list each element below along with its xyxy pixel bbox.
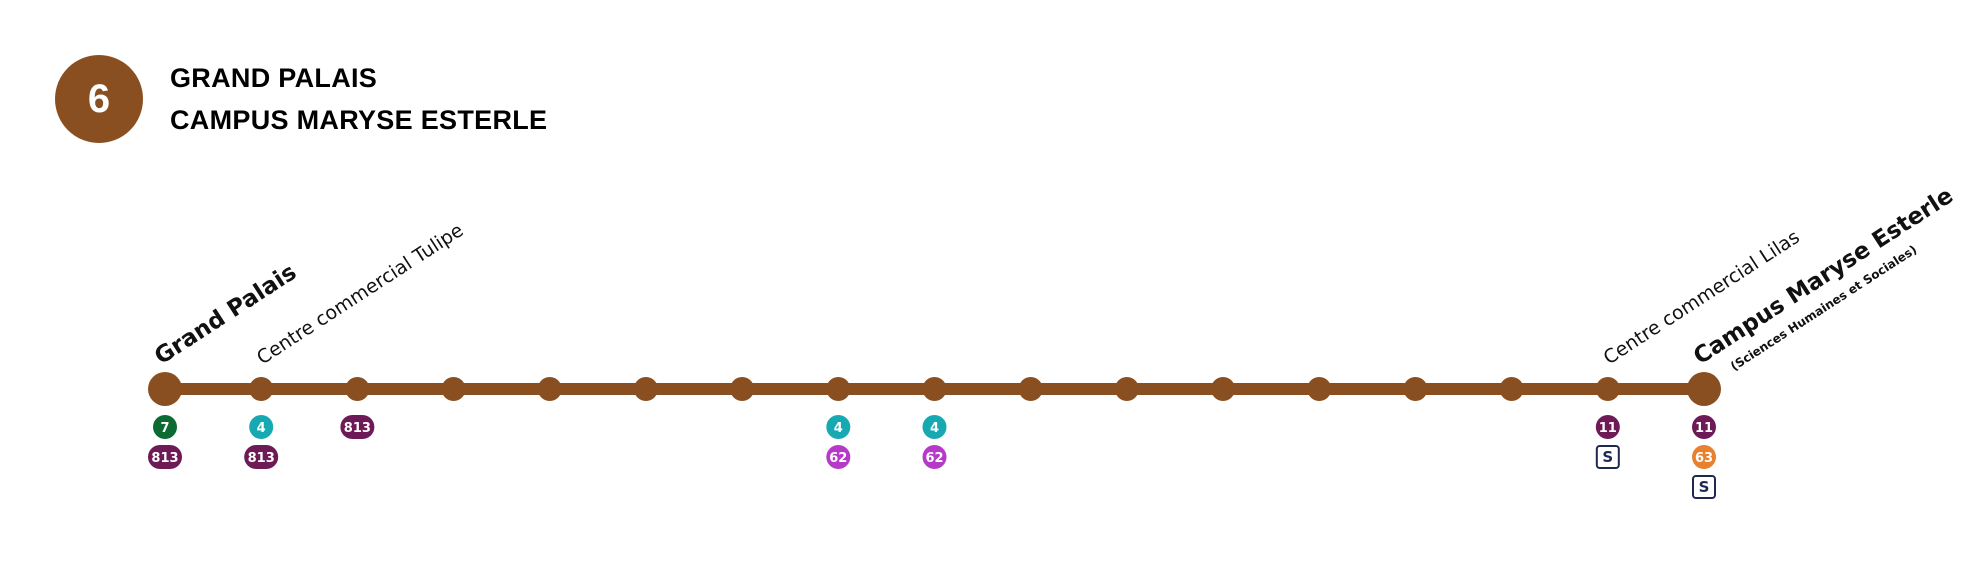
line-number: 6	[87, 76, 111, 121]
bus-connection-badge[interactable]: 813	[148, 445, 182, 469]
bus-connection-badge[interactable]: 4	[826, 415, 851, 439]
bus-connection-badge[interactable]: 813	[244, 445, 279, 469]
stop-marker[interactable]	[249, 377, 274, 401]
bus-badge-shape	[244, 445, 279, 469]
line-number-badge: 6	[55, 55, 143, 143]
stop-marker[interactable]	[1114, 377, 1139, 401]
stop-marker[interactable]	[1018, 377, 1043, 401]
stop[interactable]	[1018, 377, 1043, 401]
stop[interactable]: 813	[340, 377, 375, 439]
stop-marker[interactable]	[826, 377, 851, 401]
bus-connection-badge[interactable]: 62	[922, 445, 947, 469]
stop-marker[interactable]	[730, 377, 755, 401]
bus-connection-badge[interactable]: 7	[153, 415, 177, 439]
stop-marker[interactable]	[1307, 377, 1332, 401]
terminus-b-title: CAMPUS MARYSE ESTERLE	[170, 105, 548, 135]
stop[interactable]	[730, 377, 755, 401]
service-s-badge[interactable]: S	[1595, 445, 1620, 469]
stop-marker[interactable]	[1403, 377, 1428, 401]
connection-code: 813	[248, 451, 275, 466]
stop[interactable]	[1211, 377, 1236, 401]
terminus-a-title: GRAND PALAIS	[170, 63, 378, 93]
bus-badge-shape	[249, 415, 274, 439]
connection-code: S	[1602, 448, 1613, 466]
bus-badge-shape	[922, 415, 947, 439]
stop[interactable]	[633, 377, 658, 401]
service-s-badge[interactable]: S	[1692, 475, 1716, 499]
connection-code: 62	[829, 451, 847, 466]
bus-badge-shape	[148, 445, 182, 469]
stop-marker[interactable]	[537, 377, 562, 401]
stop-marker[interactable]	[345, 377, 370, 401]
bus-connection-badge[interactable]: 11	[1692, 415, 1716, 439]
stop-marker[interactable]	[1211, 377, 1236, 401]
connection-code: 813	[151, 451, 178, 466]
s-badge-frame	[1692, 475, 1716, 499]
connection-code: 4	[834, 421, 843, 436]
stop-name: Centre commercial Tulipe	[253, 219, 468, 369]
bus-connection-badge[interactable]: 4	[249, 415, 274, 439]
stop-marker[interactable]	[1499, 377, 1524, 401]
bus-badge-shape	[922, 445, 947, 469]
terminus-marker[interactable]	[148, 372, 182, 406]
connection-code: 62	[925, 451, 943, 466]
bus-badge-shape	[1692, 445, 1716, 469]
stop-marker[interactable]	[1595, 377, 1620, 401]
stop-marker[interactable]	[633, 377, 658, 401]
route-titles: GRAND PALAIS CAMPUS MARYSE ESTERLE	[170, 61, 547, 137]
stop[interactable]	[1307, 377, 1332, 401]
connection-code: 11	[1695, 421, 1713, 436]
connection-code: 63	[1695, 451, 1713, 466]
bus-badge-shape	[1595, 415, 1620, 439]
stop[interactable]: 4 62	[826, 377, 851, 469]
bus-badge-shape	[826, 445, 851, 469]
bus-badge-shape	[826, 415, 851, 439]
connection-code: 813	[344, 421, 371, 436]
stop[interactable]	[1114, 377, 1139, 401]
stop[interactable]: Campus Maryse Esterle(Sciences Humaines …	[1687, 183, 1958, 499]
bus-badge-shape	[340, 415, 375, 439]
bus-badge-shape	[153, 415, 177, 439]
stop[interactable]: 4 62	[922, 377, 947, 469]
stop-marker[interactable]	[922, 377, 947, 401]
route-header: 6 GRAND PALAIS CAMPUS MARYSE ESTERLE	[55, 55, 547, 143]
bus-connection-badge[interactable]: 813	[340, 415, 375, 439]
connection-code: 4	[930, 421, 939, 436]
connection-code: S	[1699, 478, 1710, 496]
stop[interactable]	[1499, 377, 1524, 401]
bus-connection-badge[interactable]: 4	[922, 415, 947, 439]
bus-badge-shape	[1692, 415, 1716, 439]
stop[interactable]	[441, 377, 466, 401]
terminus-marker[interactable]	[1687, 372, 1721, 406]
stop-marker[interactable]	[441, 377, 466, 401]
connection-code: 4	[257, 421, 266, 436]
bus-connection-badge[interactable]: 11	[1595, 415, 1620, 439]
bus-connection-badge[interactable]: 62	[826, 445, 851, 469]
s-badge-frame	[1595, 445, 1620, 469]
stop[interactable]	[1403, 377, 1428, 401]
connection-code: 7	[160, 421, 169, 436]
connection-code: 11	[1599, 421, 1617, 436]
stop[interactable]	[537, 377, 562, 401]
bus-connection-badge[interactable]: 63	[1692, 445, 1716, 469]
